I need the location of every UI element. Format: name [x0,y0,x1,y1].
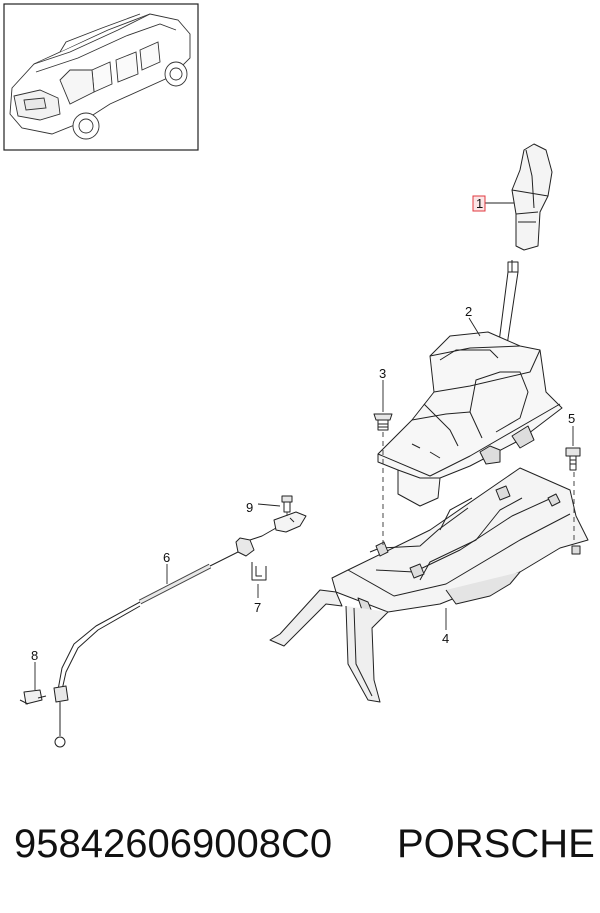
callout-2: 2 [465,304,472,319]
callout-6: 6 [163,550,170,565]
retaining-clip-8 [19,689,47,705]
mounting-bracket [269,467,589,703]
screw-5 [565,447,581,471]
assembly-guides [286,432,575,546]
shift-cable [53,527,277,748]
callout-1: 1 [476,196,483,211]
callout-4: 4 [442,631,449,646]
retaining-clip-7 [251,562,267,581]
footer-caption: 958426069008C0 PORSCHE [14,822,595,874]
vehicle-thumbnail [3,3,199,151]
leader-lines [34,202,574,690]
callout-labels: 1 2 3 4 5 6 7 8 9 [31,195,575,663]
callout-3: 3 [379,366,386,381]
callout-9: 9 [246,500,253,515]
shifter-housing [377,331,563,507]
part-number: 958426069008C0 [14,822,333,866]
screw-3 [373,413,393,431]
cable-bracket-9 [273,495,307,533]
callout-1-box [472,195,486,212]
callout-8: 8 [31,648,38,663]
brand-name: PORSCHE [397,822,595,866]
callout-5: 5 [568,411,575,426]
callout-7: 7 [254,600,261,615]
shift-knob [511,143,553,251]
